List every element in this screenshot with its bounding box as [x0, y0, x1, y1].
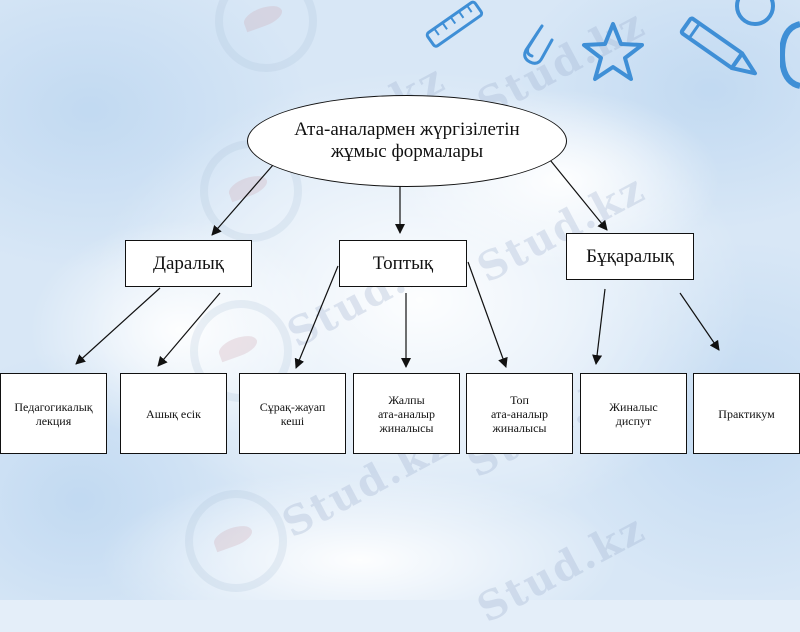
connector-arrow — [294, 265, 339, 369]
leaf-node-pedagogical-lecture: Педагогикалық лекция — [0, 373, 107, 454]
leaf-node-meeting-debate: Жиналыс диспут — [580, 373, 687, 454]
connector-arrow — [679, 292, 720, 351]
connector-arrow — [467, 261, 508, 368]
leaf-node-qa-evening: Сұрақ-жауап кеші — [239, 373, 346, 454]
ruler-icon — [425, 0, 484, 48]
paperclip-icon — [523, 24, 554, 65]
round-shape-icon — [780, 21, 800, 89]
watermark-logo — [185, 490, 287, 592]
connector-arrow — [545, 154, 608, 231]
connector-layer — [75, 154, 720, 369]
leaf-node-group-meeting: Топ ата-аналыр жиналысы — [466, 373, 573, 454]
connector-arrow — [592, 288, 606, 365]
watermark-logo — [215, 0, 317, 72]
connector-arrow — [157, 292, 221, 367]
branch-node-mass: Бұқаралық — [566, 233, 694, 280]
star-icon — [582, 22, 644, 81]
leaf-node-general-meeting: Жалпы ата-аналыр жиналысы — [353, 373, 460, 454]
connector-arrow — [211, 164, 274, 236]
branch-node-individual: Даралық — [125, 240, 252, 287]
ball-icon — [735, 0, 775, 26]
leaf-node-open-door: Ашық есік — [120, 373, 227, 454]
branch-node-group: Топтық — [339, 240, 467, 287]
root-node: Ата-аналармен жүргізілетін жұмыс формала… — [247, 95, 567, 187]
pencil-icon — [679, 16, 757, 76]
leaf-node-practicum: Практикум — [693, 373, 800, 454]
connector-arrow — [75, 287, 161, 365]
